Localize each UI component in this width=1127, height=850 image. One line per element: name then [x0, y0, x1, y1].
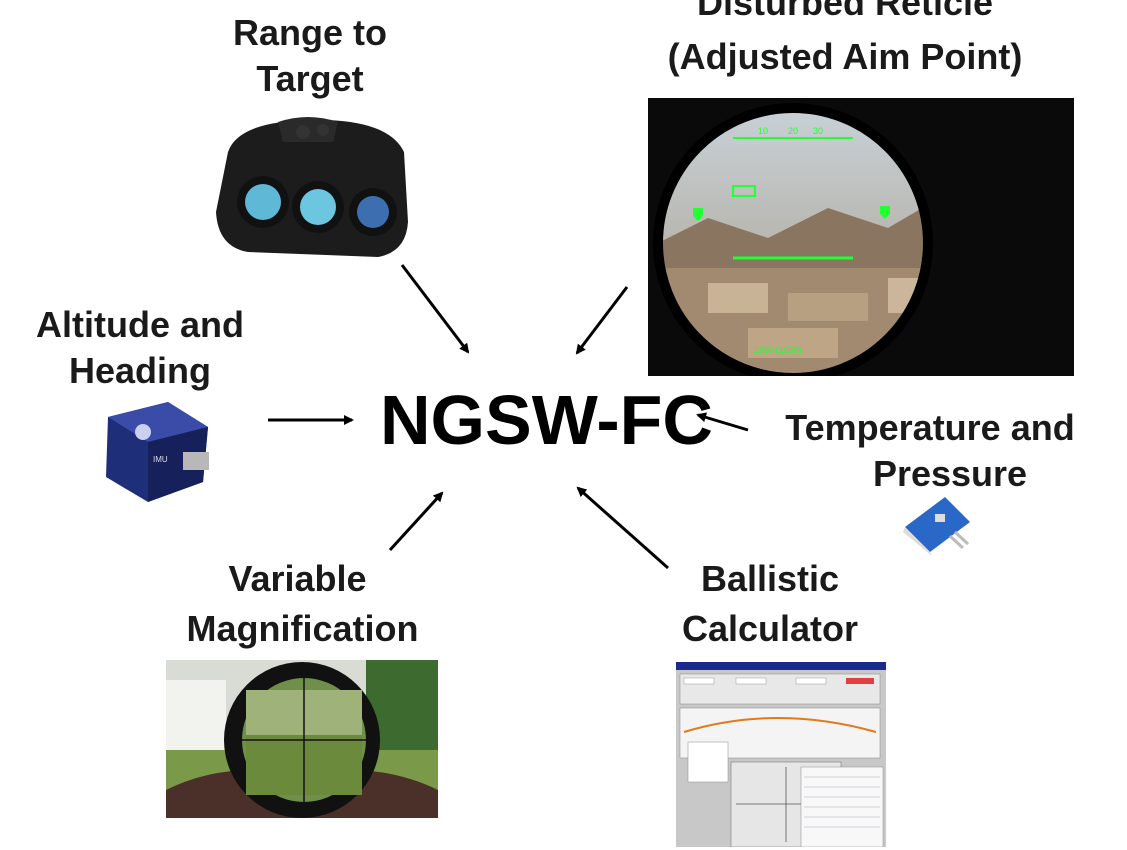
- arrow-range-to-center: [400, 264, 470, 354]
- node-ballistic-line1: Ballistic: [700, 558, 840, 599]
- rangefinder-icon: [216, 117, 408, 257]
- node-ballistic-line2: Calculator: [681, 608, 859, 649]
- node-altitude-line2: Heading: [68, 350, 211, 391]
- arrow-reticle-to-center: [575, 286, 629, 355]
- calculator-screen-icon: [676, 662, 886, 847]
- svg-text:30: 30: [813, 126, 823, 136]
- scope-lens-icon: [166, 660, 438, 818]
- arrow-temperature-to-center: [696, 412, 749, 432]
- node-magnification-line1: Variable: [228, 558, 367, 599]
- node-magnification-label: Variable Magnification: [160, 556, 445, 652]
- svg-text:IMU: IMU: [153, 455, 168, 464]
- sensor-module-icon: IMU: [106, 402, 209, 502]
- node-range-label: Range to Target: [200, 10, 420, 102]
- node-reticle-line1: Disturbed Reticle: [696, 0, 994, 23]
- node-magnification-line2: Magnification: [186, 608, 419, 649]
- arrow-magnification-to-center: [388, 491, 444, 552]
- svg-text:20: 20: [788, 126, 798, 136]
- node-altitude-label: Altitude and Heading: [0, 302, 280, 394]
- svg-text:1960 (1950): 1960 (1950): [753, 345, 802, 355]
- node-reticle-line2: (Adjusted Aim Point): [667, 36, 1023, 77]
- node-range-line1: Range to: [232, 12, 387, 53]
- node-temperature-line1: Temperature and: [785, 407, 1075, 448]
- node-altitude-line1: Altitude and: [36, 304, 244, 345]
- sensor-board-icon: [903, 497, 970, 556]
- node-reticle-label: Disturbed Reticle (Adjusted Aim Point): [600, 0, 1090, 80]
- scope-view-icon: 10 20 30 1960 (1950): [648, 98, 1074, 376]
- node-ballistic-label: Ballistic Calculator: [655, 556, 885, 652]
- center-label: NGSW-FC: [380, 381, 713, 459]
- node-temperature-line2: Pressure: [872, 453, 1028, 494]
- node-temperature-label: Temperature and Pressure: [755, 405, 1105, 497]
- node-range-line2: Target: [256, 58, 364, 99]
- arrow-ballistic-to-center: [576, 486, 669, 570]
- svg-text:10: 10: [758, 126, 768, 136]
